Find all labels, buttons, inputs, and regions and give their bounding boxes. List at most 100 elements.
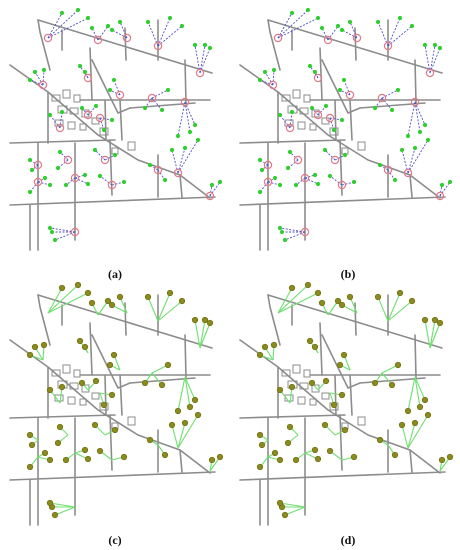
demand-point	[41, 67, 47, 73]
cluster-point	[421, 396, 429, 404]
road-segment	[334, 99, 337, 141]
demand-point	[82, 69, 88, 75]
connector-line	[177, 147, 186, 174]
demand-point	[93, 103, 99, 109]
junction-node	[83, 73, 93, 83]
demand-point	[319, 25, 325, 31]
demand-point	[262, 69, 268, 75]
building-outline	[303, 94, 311, 103]
cluster-point	[326, 447, 334, 455]
demand-point	[27, 77, 33, 83]
network-points	[257, 7, 453, 243]
network-points	[27, 7, 223, 243]
demand-point	[347, 19, 353, 25]
connector-line	[177, 139, 199, 174]
cluster-point	[26, 351, 34, 359]
cluster-point	[284, 439, 292, 447]
cluster-point	[341, 426, 349, 434]
demand-point	[432, 42, 438, 48]
demand-point	[175, 133, 181, 139]
demand-point	[312, 172, 318, 178]
building-outline	[309, 123, 317, 131]
cluster-point	[292, 456, 300, 464]
connector-line	[407, 147, 416, 174]
connector-line	[381, 97, 393, 111]
demand-point	[159, 107, 165, 113]
demand-point	[397, 15, 403, 21]
road-segment	[89, 322, 93, 376]
connector-line	[424, 44, 431, 74]
road-segment	[409, 449, 413, 473]
demand-point	[422, 122, 428, 128]
demand-point	[405, 133, 411, 139]
demand-point	[117, 19, 123, 25]
road-segment	[37, 19, 51, 71]
junction-node	[285, 123, 295, 133]
cluster-point	[408, 297, 416, 305]
road-segment	[414, 334, 417, 379]
building-outline	[303, 369, 311, 378]
link-line	[177, 376, 186, 412]
connector-line	[34, 71, 44, 86]
demand-point	[323, 103, 329, 109]
cluster-point	[376, 436, 384, 444]
demand-point	[392, 177, 398, 183]
cluster-point	[206, 319, 214, 327]
connector-line	[339, 89, 351, 96]
building-outline	[311, 384, 320, 393]
demand-point	[42, 175, 48, 181]
link-line	[401, 424, 409, 449]
panel-b: (b)	[230, 0, 460, 281]
building-outline	[91, 392, 100, 400]
cluster-point	[181, 419, 189, 427]
cluster-point	[350, 453, 358, 461]
cluster-point	[46, 499, 54, 507]
connector-line	[304, 177, 319, 185]
junction-node	[107, 180, 117, 190]
demand-point	[289, 10, 295, 16]
demand-point	[439, 182, 445, 188]
cluster-point	[141, 379, 149, 387]
cluster-point	[431, 316, 439, 324]
connector-line	[259, 181, 269, 193]
connector-line	[289, 111, 293, 129]
demand-point	[75, 7, 81, 13]
road-segment	[9, 139, 116, 144]
demand-point	[49, 229, 55, 235]
link-line	[277, 287, 293, 314]
junction-node	[115, 90, 125, 100]
cluster-point	[391, 451, 399, 459]
connector-line	[42, 69, 45, 86]
demand-point	[277, 112, 283, 118]
cluster-point	[96, 447, 104, 455]
road-segment	[179, 174, 183, 198]
road-segment	[354, 27, 357, 61]
demand-point	[437, 45, 443, 51]
cluster-point	[394, 361, 402, 369]
link-line	[147, 296, 159, 322]
demand-point	[27, 157, 33, 163]
connector-line	[97, 25, 109, 41]
building-outline	[79, 398, 87, 406]
demand-point	[285, 165, 291, 171]
demand-point	[425, 137, 431, 143]
demand-point	[179, 23, 185, 29]
cluster-point	[164, 361, 172, 369]
cluster-point	[54, 439, 62, 447]
link-line	[424, 319, 431, 349]
demand-point	[202, 42, 208, 48]
connector-line	[99, 117, 105, 131]
junction-node	[377, 93, 387, 103]
building-outline	[79, 123, 87, 131]
road-segment	[37, 294, 51, 346]
road-segment	[89, 47, 93, 101]
link-line	[377, 296, 389, 322]
connector-line	[29, 181, 39, 193]
demand-point	[55, 165, 61, 171]
link-line	[407, 376, 416, 412]
connector-line	[109, 89, 121, 96]
cluster-point	[311, 446, 319, 454]
cluster-point	[108, 391, 116, 399]
connector-line	[343, 79, 351, 96]
junction-node	[435, 191, 445, 201]
